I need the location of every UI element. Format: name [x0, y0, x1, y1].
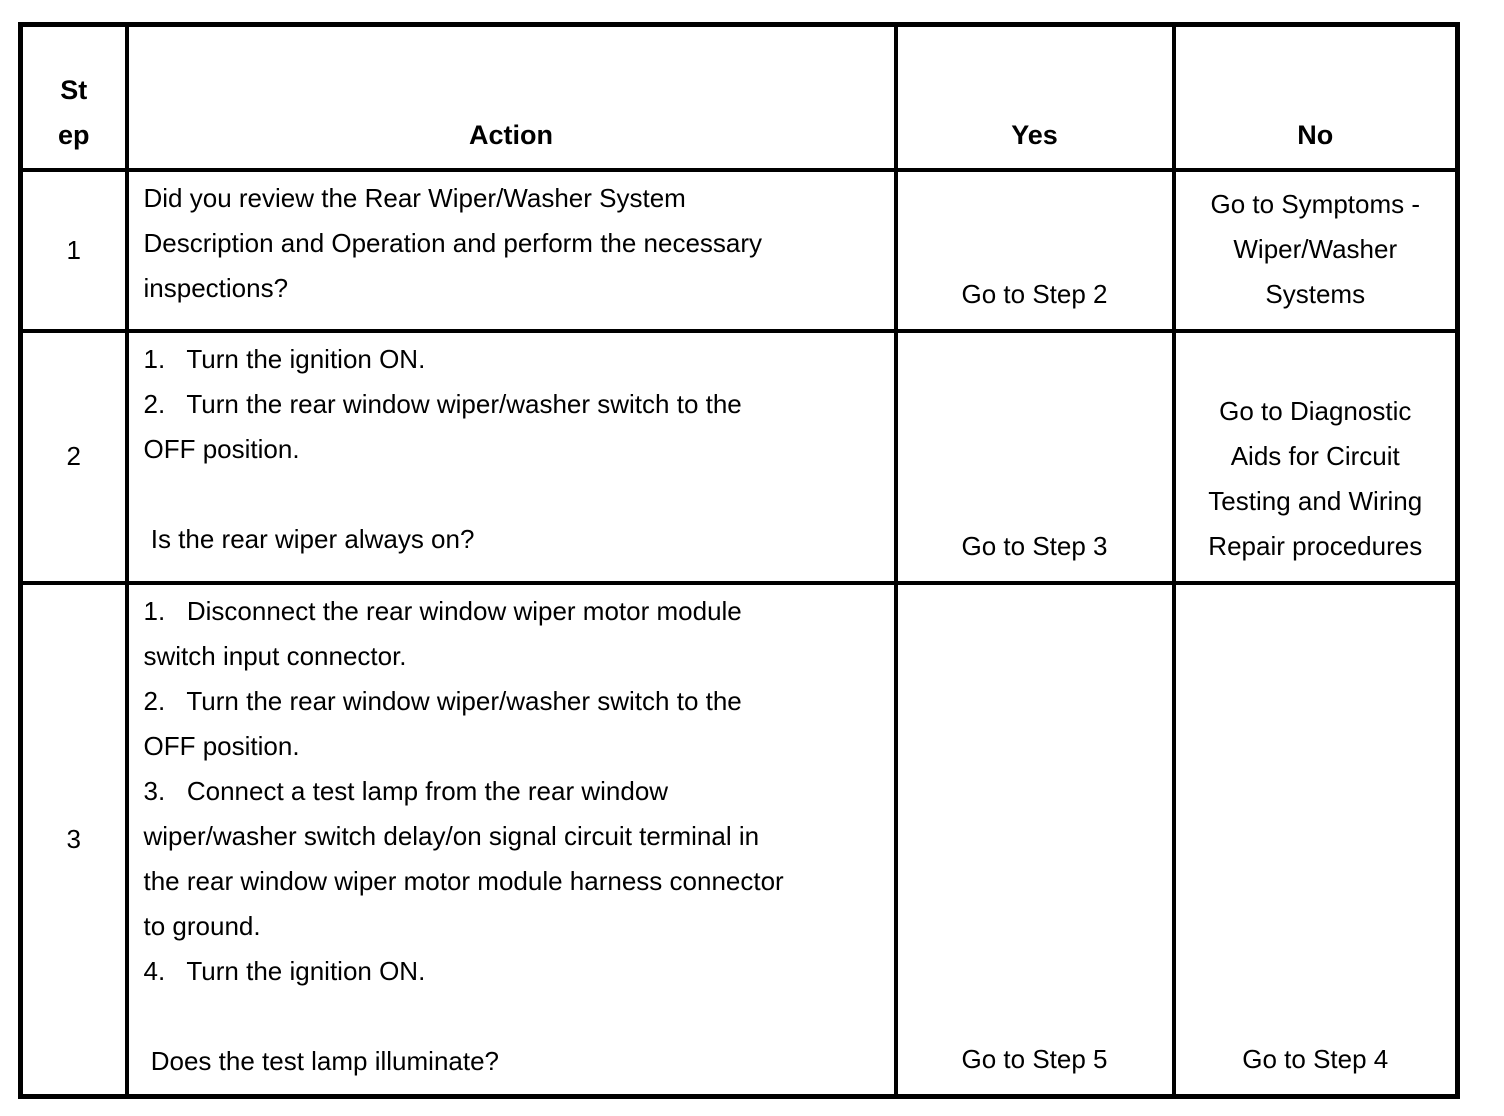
action-cell: 1. Disconnect the rear window wiper moto… [124, 580, 898, 1099]
text-line: Testing and Wiring [1208, 485, 1423, 516]
text-line: 3. Connect a test lamp from the rear win… [143, 775, 669, 806]
text-line: Does the test lamp illuminate? [143, 1045, 500, 1076]
table-row: 1 Did you review the Rear Wiper/Washer S… [18, 167, 1460, 333]
text-line: to ground. [143, 910, 261, 941]
text-line: Description and Operation and perform th… [143, 227, 763, 258]
text-line: 1. Disconnect the rear window wiper moto… [143, 595, 742, 626]
action-cell: 1. Turn the ignition ON. 2. Turn the rear… [124, 328, 898, 585]
column-header-no: No [1171, 22, 1460, 172]
text-line: Wiper/Washer [1233, 233, 1398, 264]
text-line: St [60, 74, 88, 105]
text-line: Action [469, 119, 553, 150]
text-line: Did you review the Rear Wiper/Washer Sys… [143, 182, 686, 213]
column-header-action: Action [124, 22, 898, 172]
text-line: OFF position. [143, 730, 300, 761]
text-line: Go to Step 5 [961, 1044, 1108, 1074]
text-line: No [1297, 119, 1334, 150]
column-header-yes: Yes [893, 22, 1176, 172]
text-line: wiper/washer switch delay/on signal circ… [143, 820, 760, 851]
step-cell: 2 [18, 328, 129, 585]
text-line: Go to Diagnostic [1219, 395, 1412, 426]
yes-cell: Go to Step 2 [893, 167, 1176, 333]
text-line: 2. Turn the rear window wiper/washer swi… [143, 685, 742, 716]
diagnostic-table: St ep Action Yes No 1 Did you review the … [18, 22, 1460, 1099]
table-row: 3 1. Disconnect the rear window wiper mo… [18, 580, 1460, 1099]
text-line: 1. Turn the ignition ON. [143, 343, 426, 374]
text-line: Is the rear wiper always on? [143, 523, 475, 554]
text-line: Go to Step 2 [961, 278, 1108, 309]
text-line [144, 994, 880, 1039]
text-line: Repair procedures [1208, 530, 1423, 561]
header-row: St ep Action Yes No [18, 22, 1460, 172]
text-line: Go to Step 3 [961, 530, 1108, 561]
column-header-step: St ep [18, 22, 129, 172]
text-line: ep [57, 119, 90, 150]
action-cell: Did you review the Rear Wiper/Washer Sys… [124, 167, 898, 333]
step-cell: 1 [18, 167, 129, 333]
no-cell: Go to Step 4 [1171, 580, 1460, 1099]
text-line: Yes [1011, 119, 1058, 150]
text-line: 4. Turn the ignition ON. [143, 955, 426, 986]
table-row: 2 1. Turn the ignition ON. 2. Turn the re… [18, 328, 1460, 585]
yes-cell: Go to Step 5 [893, 580, 1176, 1099]
text-line: Go to Symptoms - [1210, 188, 1421, 219]
text-line: OFF position. [143, 433, 300, 464]
text-line: the rear window wiper motor module harne… [143, 865, 784, 896]
yes-cell: Go to Step 3 [893, 328, 1176, 585]
text-line: Go to Step 4 [1242, 1044, 1389, 1074]
text-line: Systems [1265, 278, 1366, 309]
text-line: switch input connector. [143, 640, 407, 671]
text-line: 2. Turn the rear window wiper/washer swi… [143, 388, 742, 419]
text-line: inspections? [143, 272, 289, 303]
text-line [144, 472, 880, 517]
step-cell: 3 [18, 580, 129, 1099]
text-line: Aids for Circuit [1230, 440, 1400, 471]
